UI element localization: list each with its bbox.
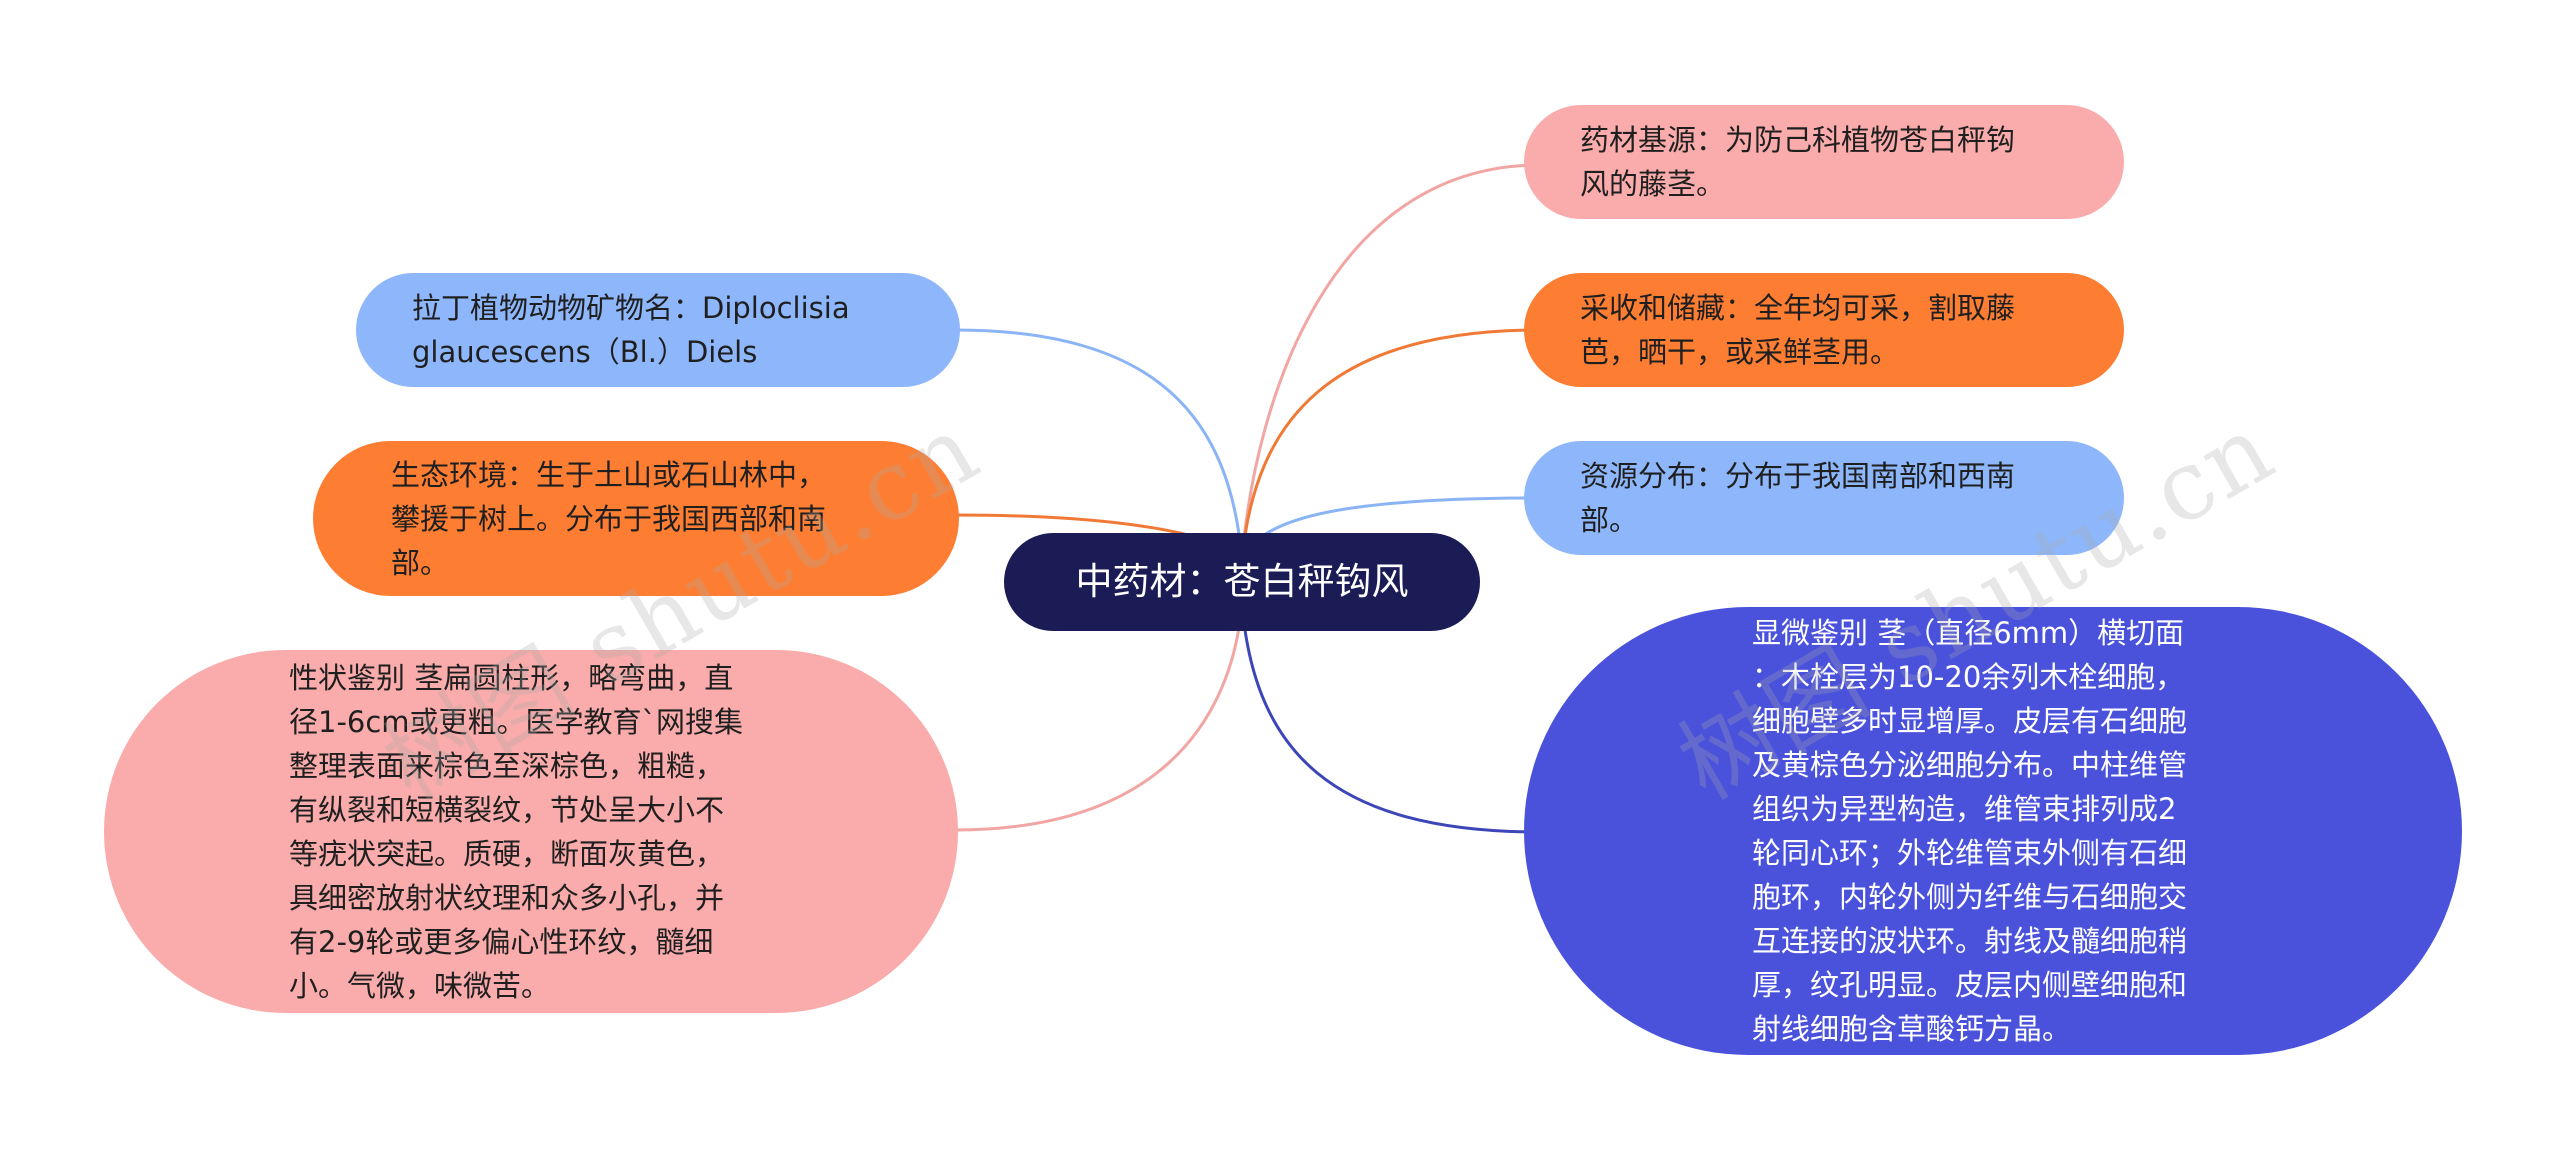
node-xianwei-jianbie-label: 显微鉴别 茎（直径6mm）横切面 ：木栓层为10-20余列木栓细胞， 细胞壁多时… — [1752, 616, 2188, 1046]
node-lading-ming-label: 拉丁植物动物矿物名：Diploclisia glaucescens（Bl.）Di… — [412, 291, 850, 369]
root-node-label: 中药材：苍白秤钩风 — [1075, 560, 1409, 603]
node-yaocai-jiyuan[interactable]: 药材基源：为防己科植物苍白秤钩 风的藤茎。 — [1524, 105, 2124, 219]
node-xingzhuang-jianbie-label: 性状鉴别 茎扁圆柱形，略弯曲，直 径1-6cm或更粗。医学教育`网搜集 整理表面… — [289, 660, 744, 1003]
node-caishou-chucang[interactable]: 采收和储藏：全年均可采，割取藤 芭，晒干，或采鲜茎用。 — [1524, 273, 2124, 387]
node-ziyuan-fenbu-label: 资源分布：分布于我国南部和西南 部。 — [1580, 459, 2016, 537]
node-lading-ming[interactable]: 拉丁植物动物矿物名：Diploclisia glaucescens（Bl.）Di… — [356, 273, 960, 387]
connector-xingzhuang-jianbie — [954, 604, 1244, 832]
node-shengtai-huanjing[interactable]: 生态环境：生于土山或石山林中， 攀援于树上。分布于我国西部和南 部。 — [313, 441, 959, 596]
connector-yaocai-jiyuan — [1240, 163, 1541, 561]
root-node[interactable]: 中药材：苍白秤钩风 — [1004, 533, 1480, 631]
node-ziyuan-fenbu[interactable]: 资源分布：分布于我国南部和西南 部。 — [1524, 441, 2124, 555]
connector-xianwei-jianbie — [1240, 604, 1541, 834]
node-yaocai-jiyuan-label: 药材基源：为防己科植物苍白秤钩 风的藤茎。 — [1580, 123, 2016, 201]
node-xingzhuang-jianbie[interactable]: 性状鉴别 茎扁圆柱形，略弯曲，直 径1-6cm或更粗。医学教育`网搜集 整理表面… — [104, 650, 958, 1013]
node-caishou-chucang-label: 采收和储藏：全年均可采，割取藤 芭，晒干，或采鲜茎用。 — [1580, 291, 2016, 369]
connector-lading-ming — [954, 328, 1244, 561]
connector-caishou-chucang — [1240, 328, 1541, 561]
node-xianwei-jianbie[interactable]: 显微鉴别 茎（直径6mm）横切面 ：木栓层为10-20余列木栓细胞， 细胞壁多时… — [1524, 607, 2462, 1055]
node-shengtai-huanjing-label: 生态环境：生于土山或石山林中， 攀援于树上。分布于我国西部和南 部。 — [391, 457, 827, 580]
